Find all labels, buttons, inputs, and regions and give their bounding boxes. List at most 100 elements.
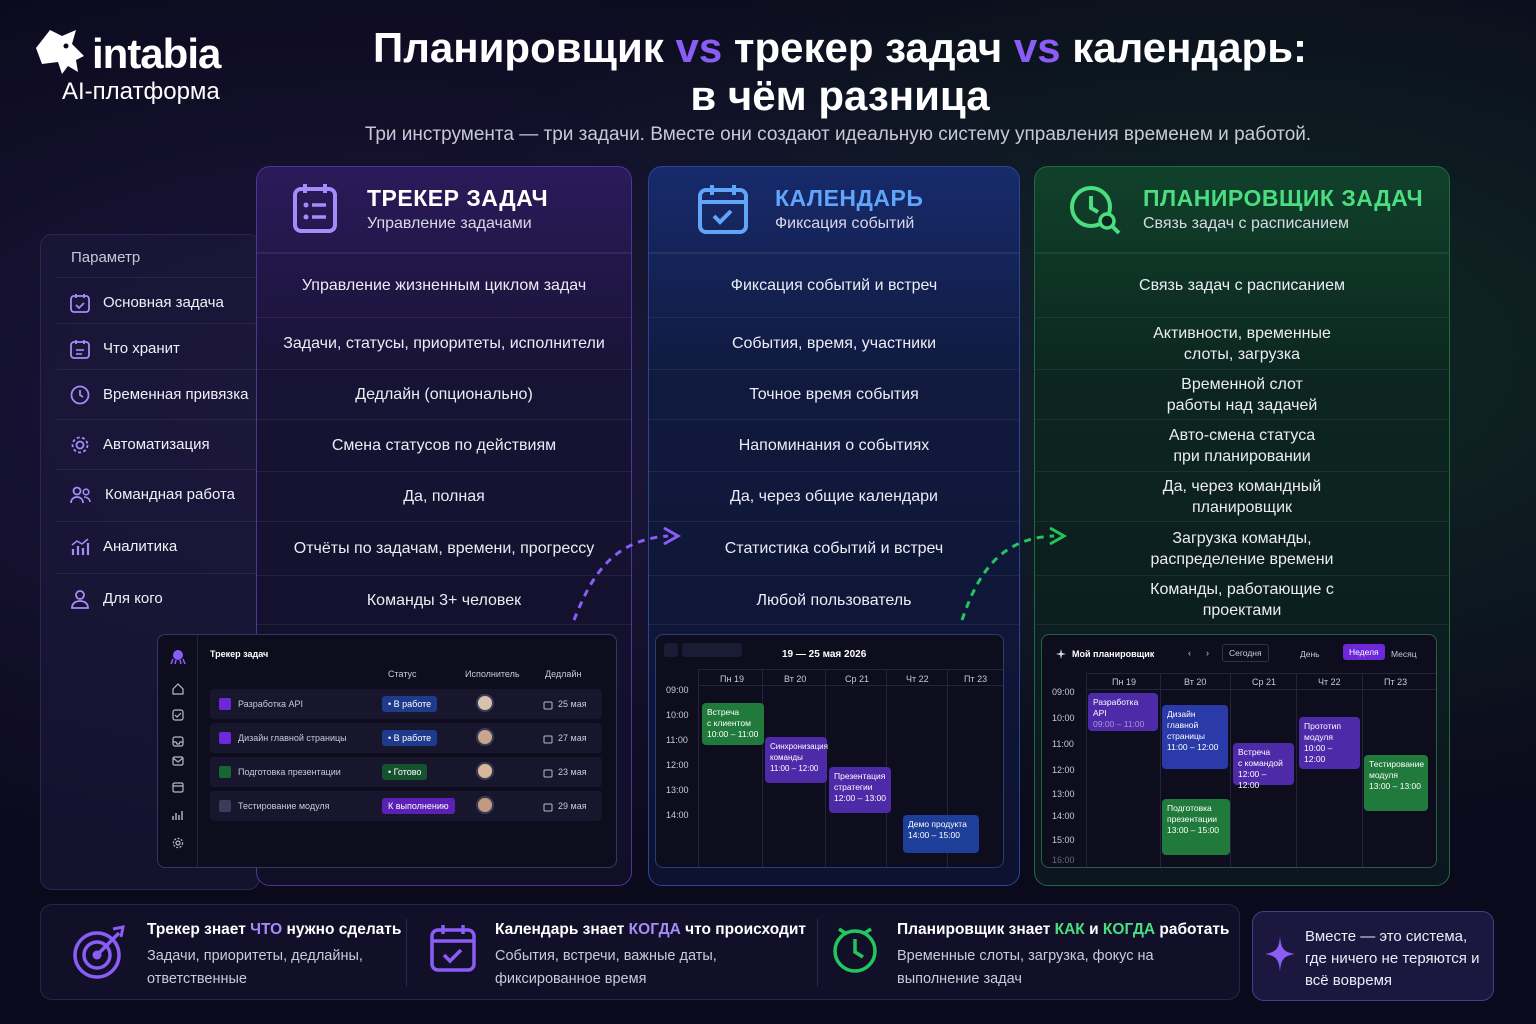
nav-button[interactable]	[682, 643, 742, 657]
task-list-icon	[293, 184, 337, 233]
status-badge: • Готово	[382, 764, 428, 780]
home-icon[interactable]	[172, 683, 184, 695]
time-label: 13:00	[1052, 789, 1075, 799]
param-teamwork: Командная работа	[57, 469, 261, 519]
day-label: Чт 22	[906, 674, 929, 684]
task-icon	[219, 766, 231, 778]
planner-app-preview: Мой планировщик ‹ › Сегодня День Неделя …	[1041, 634, 1437, 868]
calendar-small-icon	[543, 701, 553, 710]
time-label: 10:00	[666, 710, 689, 720]
task-icon	[219, 698, 231, 710]
tracker-cell: Команды 3+ человек	[257, 575, 631, 625]
task-icon	[219, 800, 231, 812]
time-label: 09:00	[1052, 687, 1075, 697]
avatar	[476, 796, 494, 814]
time-label: 14:00	[666, 810, 689, 820]
planner-cell: Связь задач с расписанием	[1035, 253, 1449, 317]
param-stores: Что хранит	[57, 323, 261, 373]
calendar-cell: Фиксация событий и встреч	[649, 253, 1019, 317]
time-label: 11:00	[666, 735, 688, 745]
day-label: Пт 23	[1384, 677, 1408, 687]
day-label: Вт 20	[784, 674, 807, 684]
sparkle-icon	[1265, 936, 1295, 972]
time-label: 12:00	[666, 760, 689, 770]
calendar-title: КАЛЕНДАРЬ	[775, 185, 924, 211]
calendar-check-icon	[430, 925, 476, 972]
tracker-column-header: ТРЕКЕР ЗАДАЧ Управление задачами	[257, 167, 631, 253]
clock-icon	[70, 385, 90, 404]
calendar-cell: Статистика событий и встреч	[649, 521, 1019, 575]
gear-icon	[71, 436, 89, 453]
summary-tracker: Трекер знает ЧТО нужно сделать Задачи, п…	[41, 905, 401, 1001]
calendar-list-icon	[70, 339, 90, 359]
title-line-2: в чём разница	[690, 72, 990, 119]
tracker-cell: Смена статусов по действиям	[257, 419, 631, 471]
calendar-check-icon	[70, 293, 90, 313]
time-label: 09:00	[666, 685, 689, 695]
planner-cell: Да, через командный планировщик	[1035, 471, 1449, 521]
tracker-cell: Задачи, статусы, приоритеты, исполнители	[257, 317, 631, 369]
planner-cell: Загрузка команды, распределение времени	[1035, 521, 1449, 575]
table-row[interactable]: Подготовка презентации • Готово 23 мая	[210, 757, 602, 787]
time-label: 15:00	[1052, 835, 1075, 845]
octopus-icon	[170, 650, 186, 665]
tracker-sidebar	[158, 635, 198, 867]
time-label: 12:00	[1052, 765, 1075, 775]
table-row[interactable]: Тестирование модуля К выполнению 29 мая	[210, 791, 602, 821]
tab-month[interactable]: Месяц	[1391, 649, 1417, 659]
callout-text: Вместе — это система, где ничего не теря…	[1305, 928, 1480, 989]
tracker-subtitle: Управление задачами	[367, 215, 532, 232]
avatar	[476, 694, 494, 712]
calendar-app-preview: 19 — 25 мая 2026 Пн 19 Вт 20 Ср 21 Чт 22…	[655, 634, 1004, 868]
day-label: Пн 19	[720, 674, 744, 684]
status-badge: • В работе	[382, 730, 438, 746]
calendar-cell: Любой пользователь	[649, 575, 1019, 625]
clock-search-icon	[1070, 186, 1121, 235]
mail-icon[interactable]	[172, 755, 184, 767]
calendar-icon[interactable]	[172, 781, 184, 793]
table-row[interactable]: Разработка API • В работе 25 мая	[210, 689, 602, 719]
logo: intabia AI-платформа	[32, 26, 262, 106]
inbox-icon[interactable]	[172, 735, 184, 747]
next-week-button[interactable]: ›	[1206, 648, 1209, 658]
chart-icon[interactable]	[172, 809, 184, 821]
dashed-arrow-purple	[572, 526, 682, 621]
parameter-panel: Параметр Основная задача Что хранит Врем…	[40, 234, 261, 890]
tab-day[interactable]: День	[1300, 649, 1320, 659]
calendar-small-icon	[543, 769, 553, 778]
prev-button[interactable]	[664, 643, 678, 657]
tab-week[interactable]: Неделя	[1343, 644, 1385, 660]
logo-brand: intabia	[92, 30, 221, 77]
planner-cell: Временной слот работы над задачей	[1035, 369, 1449, 419]
prev-week-button[interactable]: ‹	[1188, 648, 1191, 658]
calendar-icon	[698, 185, 748, 234]
tracker-app-title: Трекер задач	[210, 649, 269, 659]
gear-icon[interactable]	[172, 837, 184, 849]
checkbox-icon[interactable]	[172, 709, 184, 721]
today-button[interactable]: Сегодня	[1222, 644, 1269, 662]
divider	[817, 919, 818, 987]
calendar-range: 19 — 25 мая 2026	[782, 649, 867, 660]
task-icon	[219, 732, 231, 744]
day-label: Вт 20	[1184, 677, 1207, 687]
col-header-deadline: Дедлайн	[545, 669, 582, 679]
tracker-cell: Да, полная	[257, 471, 631, 521]
tracker-cell: Управление жизненным циклом задач	[257, 253, 631, 317]
param-for-whom: Для кого	[57, 573, 261, 623]
day-label: Чт 22	[1318, 677, 1341, 687]
summary-bar: Трекер знает ЧТО нужно сделать Задачи, п…	[40, 904, 1240, 1000]
team-icon	[70, 486, 91, 503]
table-row[interactable]: Дизайн главной страницы • В работе 27 ма…	[210, 723, 602, 753]
planner-title: ПЛАНИРОВЩИК ЗАДАЧ	[1143, 185, 1424, 211]
time-label: 16:00	[1052, 855, 1075, 865]
